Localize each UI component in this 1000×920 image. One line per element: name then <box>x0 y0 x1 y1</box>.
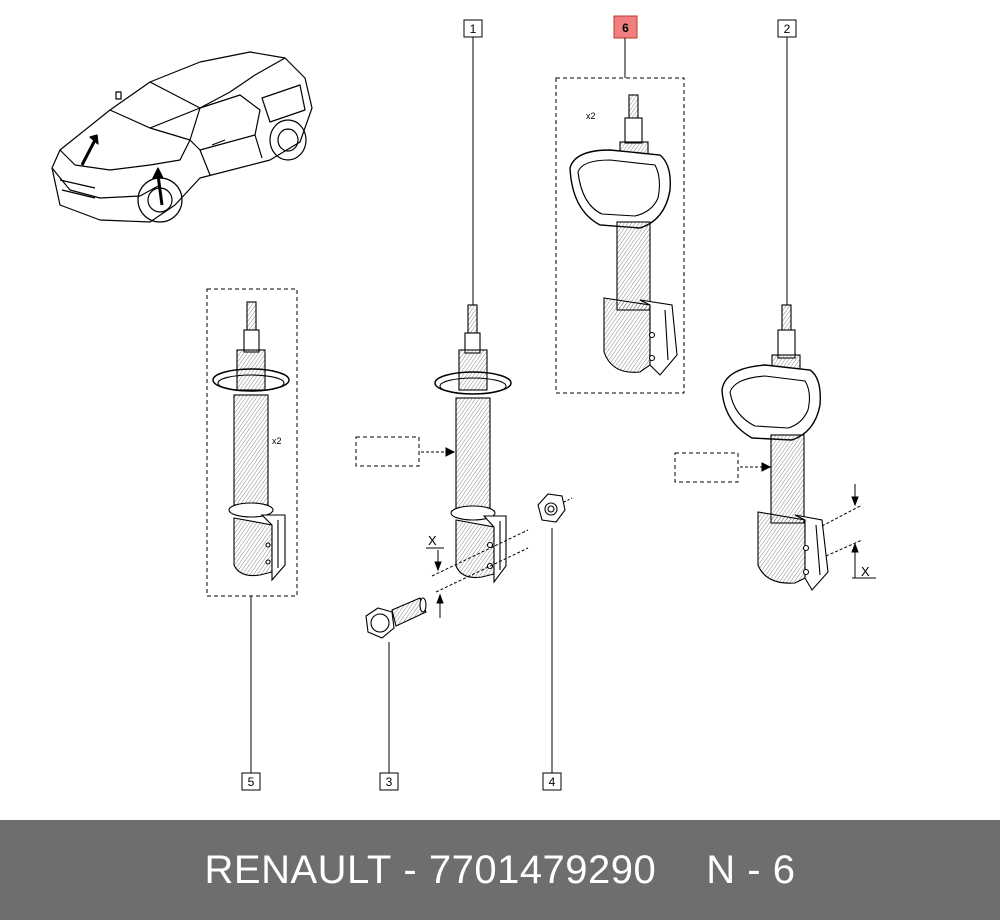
part-info-footer: RENAULT - 7701479290 N - 6 <box>0 820 1000 920</box>
callout-5: 5 <box>241 772 261 791</box>
pointer-arrows <box>421 447 772 472</box>
dimension-x-left <box>426 529 529 618</box>
brand-label: RENAULT <box>204 847 392 892</box>
bolt-3 <box>365 597 427 639</box>
quantity-label-6: x2 <box>586 111 596 121</box>
callout-2-label: 2 <box>784 22 791 36</box>
part-number: 7701479290 <box>428 847 657 892</box>
brand-separator: - <box>403 847 418 892</box>
callout-5-label: 5 <box>248 775 255 789</box>
parts-diagram: 1 2 6 5 3 4 <box>51 15 876 791</box>
callout-3: 3 <box>379 772 399 791</box>
callout-1: 1 <box>463 19 483 38</box>
shock-absorber-6 <box>569 94 678 376</box>
callout-2: 2 <box>777 19 797 38</box>
callout-3-label: 3 <box>386 775 393 789</box>
shock-absorber-5 <box>212 301 290 582</box>
callout-4-label: 4 <box>549 775 556 789</box>
callout-6-highlighted: 6 <box>613 15 638 39</box>
diagram-reference: N - 6 <box>706 847 796 892</box>
car-illustration <box>51 51 313 223</box>
shock-absorber-1 <box>434 304 512 584</box>
quantity-label-5: x2 <box>272 436 282 446</box>
callout-1-label: 1 <box>470 22 477 36</box>
callout-4: 4 <box>542 772 562 791</box>
dimension-x-right <box>821 484 876 579</box>
dimension-label-left: X <box>428 533 437 548</box>
shock-absorber-2 <box>721 304 829 591</box>
nut-4 <box>537 493 573 523</box>
callout-6-label: 6 <box>622 21 629 35</box>
dimension-label-right: X <box>861 564 870 579</box>
dashed-group-boxes <box>206 77 739 597</box>
leader-lines <box>250 37 788 773</box>
